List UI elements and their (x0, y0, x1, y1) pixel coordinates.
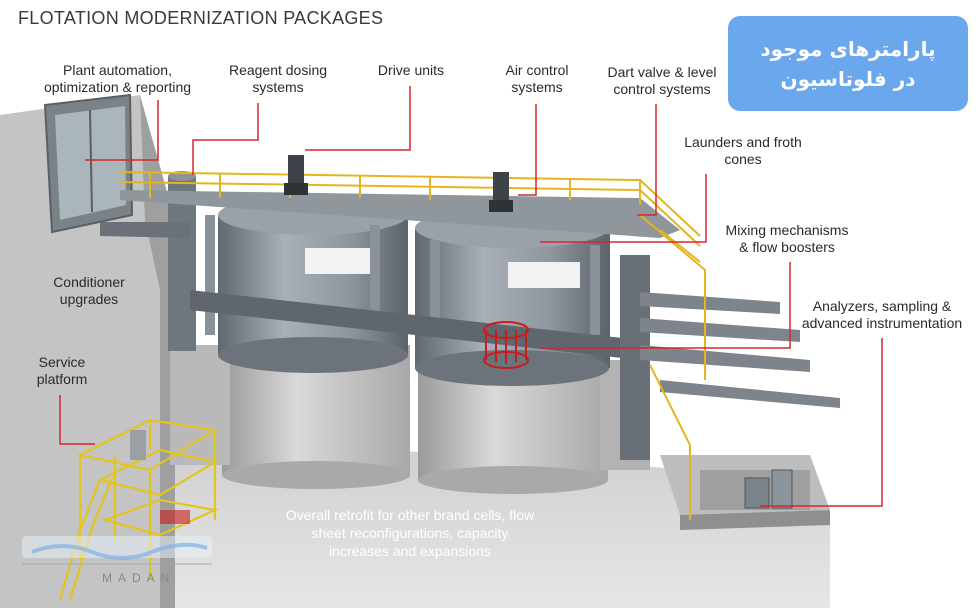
persian-caption-badge: پارامترهای موجود در فلوتاسیون (728, 16, 968, 111)
label-analyzers: Analyzers, sampling & advanced instrumen… (801, 298, 963, 331)
top-walkway (120, 190, 680, 238)
feed-pipe (190, 290, 640, 360)
right-stairs (639, 214, 706, 520)
label-mixing: Mixing mechanisms & flow boosters (725, 222, 849, 255)
label-overall-retrofit: Overall retrofit for other brand cells, … (285, 507, 535, 559)
analyzer-cabinet (744, 477, 770, 509)
badge-line-1: پارامترهای موجود (760, 36, 936, 61)
drive-motor-right (493, 172, 509, 202)
callout-lines (59, 86, 883, 507)
label-reagent-dosing: Reagent dosing systems (228, 62, 328, 95)
label-conditioner: Conditioner upgrades (53, 274, 125, 307)
drive-motor-left (288, 155, 304, 185)
label-plant-automation: Plant automation, optimization & reporti… (43, 62, 192, 95)
label-launders: Launders and froth cones (684, 134, 802, 167)
label-air-control: Air control systems (505, 62, 569, 95)
badge-line-2: در فلوتاسیون (780, 66, 916, 91)
label-service-platform: Service platform (36, 354, 88, 387)
page-title: FLOTATION MODERNIZATION PACKAGES (18, 8, 384, 28)
label-dart-valve: Dart valve & level control systems (607, 64, 717, 97)
label-drive-units: Drive units (377, 62, 445, 78)
mixing-mechanism (483, 321, 529, 369)
watermark-text: MADAN (102, 571, 175, 585)
watermark-logo: MADAN (22, 536, 212, 585)
